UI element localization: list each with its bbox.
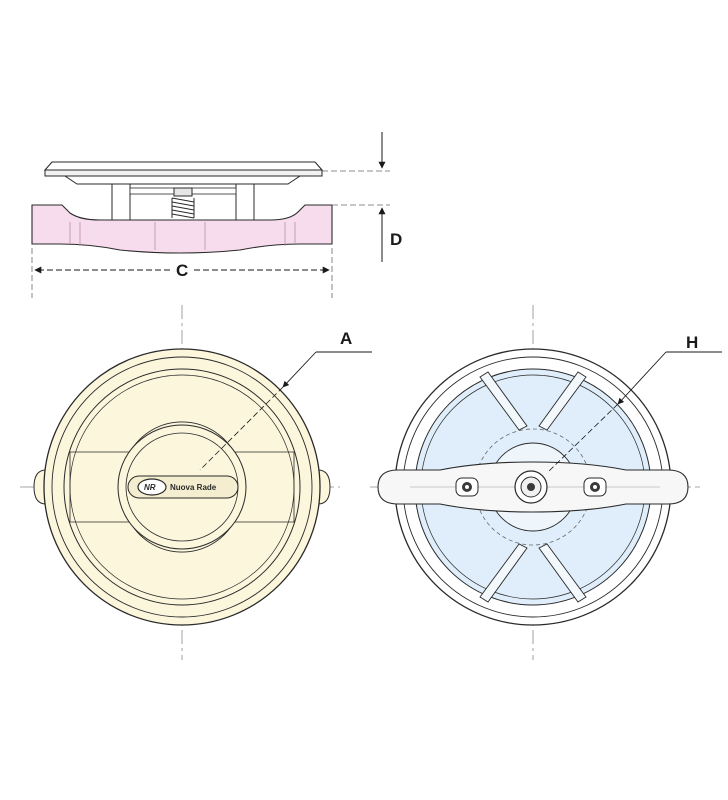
- logo-mark: NR: [144, 483, 156, 492]
- base-flange: [31, 204, 333, 254]
- cover-grip-recess: [69, 421, 295, 553]
- dimension-c: C: [31, 248, 333, 298]
- bottom-view-frame: H: [370, 305, 722, 660]
- top-view-cover: NR Nuova Rade A: [20, 305, 372, 660]
- callout-h: H: [547, 333, 722, 473]
- side-view: D C: [31, 132, 402, 298]
- callout-h-label: H: [686, 333, 698, 352]
- spring: [171, 187, 195, 219]
- right-support: [235, 181, 255, 221]
- left-bolt: [455, 477, 479, 497]
- dimension-c-label: C: [176, 261, 188, 280]
- center-knob: [514, 470, 548, 504]
- right-hinge-tab: [317, 469, 331, 505]
- left-hinge-tab: [33, 469, 47, 505]
- right-bolt: [583, 477, 607, 497]
- radial-ribs: [479, 371, 587, 603]
- brand-logo: NR Nuova Rade: [127, 475, 239, 499]
- dimension-d: D: [322, 132, 402, 262]
- callout-a-label: A: [340, 329, 352, 348]
- callout-a: A: [199, 329, 372, 471]
- left-support: [111, 181, 131, 221]
- logo-brand-text: Nuova Rade: [170, 483, 217, 492]
- lid-side: [43, 161, 324, 185]
- dimension-d-label: D: [390, 230, 402, 249]
